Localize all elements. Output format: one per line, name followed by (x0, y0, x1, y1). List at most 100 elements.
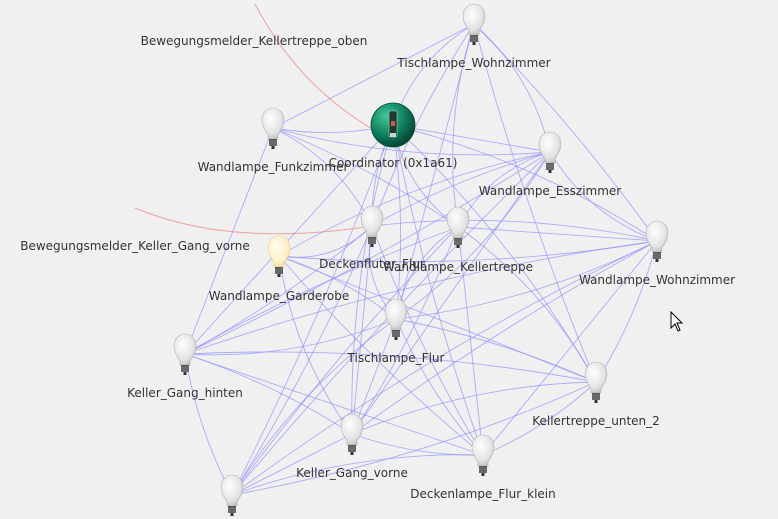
network-link (272, 127, 551, 156)
node-label: Wandlampe_Kellertreppe (383, 260, 533, 274)
network-link (371, 219, 658, 242)
light-bulb-icon (267, 235, 291, 277)
nodes-layer: Coordinator (0x1a61) Bewegungsmelder_Kell… (20, 3, 735, 516)
network-link (392, 124, 402, 320)
network-link (595, 240, 658, 383)
node-label: Coordinator (0x1a61) (329, 156, 458, 170)
light-bulb-icon (584, 361, 608, 403)
network-link (452, 23, 475, 228)
coordinator-usb-stick-icon (370, 102, 416, 148)
node-keller-vorne[interactable]: Keller_Gang_vorne (296, 413, 408, 480)
light-bulb-icon (261, 107, 285, 149)
network-link (473, 23, 597, 383)
network-link (473, 23, 658, 242)
network-link (272, 23, 475, 129)
network-link (392, 124, 658, 242)
light-bulb-icon (384, 298, 408, 340)
network-link (184, 127, 274, 355)
node-label: Wandlampe_Wohnzimmer (579, 273, 735, 287)
network-link (278, 240, 658, 263)
network-link (482, 381, 597, 456)
network-link (231, 454, 484, 496)
network-link (231, 318, 397, 496)
light-bulb-icon (446, 206, 470, 248)
network-link (272, 127, 459, 228)
network-link (351, 381, 597, 435)
node-wand-kt[interactable]: Wandlampe_Kellertreppe (383, 206, 533, 274)
sensor-link (254, 3, 384, 136)
light-bulb-icon (340, 413, 364, 455)
network-link (395, 151, 551, 320)
network-link (184, 353, 233, 496)
node-decke-flur[interactable]: Deckenfluter_Flur (319, 205, 425, 271)
node-label: Deckenfluter_Flur (319, 257, 425, 271)
network-link (231, 240, 658, 496)
network-link (457, 226, 597, 383)
node-bm-oben[interactable]: Bewegungsmelder_Kellertreppe_oben (141, 34, 368, 48)
network-link (482, 240, 658, 456)
node-label: Tischlampe_Flur (347, 351, 445, 365)
node-label: Wandlampe_Esszimmer (479, 184, 622, 198)
network-link (351, 240, 658, 435)
network-link (184, 318, 397, 356)
network-link (231, 225, 373, 496)
network-link (351, 226, 459, 435)
network-link (351, 124, 394, 435)
node-label: Bewegungsmelder_Keller_Gang_vorne (20, 239, 250, 253)
node-bm-keller[interactable]: Bewegungsmelder_Keller_Gang_vorne (20, 239, 250, 253)
node-kt-unten2[interactable]: Kellertreppe_unten_2 (532, 361, 660, 428)
network-link (184, 124, 394, 355)
node-coord[interactable]: Coordinator (0x1a61) (329, 102, 458, 170)
node-tisch-wz[interactable]: Tischlampe_Wohnzimmer (396, 3, 551, 70)
network-link (184, 151, 551, 355)
network-link (549, 151, 658, 242)
node-decke-klein[interactable]: Deckenlampe_Flur_klein (410, 434, 556, 501)
node-label: Wandlampe_Funkzimmer (198, 160, 349, 174)
node-label: Wandlampe_Garderobe (209, 289, 349, 303)
node-label: Deckenlampe_Flur_klein (410, 487, 556, 501)
light-bulb-icon (471, 434, 495, 476)
node-wand-gard[interactable]: Wandlampe_Garderobe (209, 235, 349, 303)
network-link (371, 23, 475, 227)
network-link (231, 381, 597, 496)
light-bulb-icon (538, 131, 562, 173)
node-wand-ess[interactable]: Wandlampe_Esszimmer (479, 131, 622, 198)
node-label: Keller_Gang_hinten (127, 386, 243, 400)
node-keller-hinten[interactable]: Keller_Gang_hinten (127, 333, 243, 400)
network-link (371, 225, 484, 456)
network-link (371, 151, 551, 227)
network-link (278, 255, 597, 383)
node-label: Bewegungsmelder_Kellertreppe_oben (141, 34, 368, 48)
network-link (395, 318, 597, 383)
network-link (278, 151, 551, 257)
links-layer (134, 3, 658, 496)
node-tisch-flur[interactable]: Tischlampe_Flur (347, 298, 445, 365)
network-link (351, 151, 551, 435)
network-link (231, 433, 353, 496)
light-bulb-icon (645, 220, 669, 262)
network-link (457, 226, 658, 242)
network-link (351, 433, 484, 456)
node-label: Tischlampe_Wohnzimmer (396, 56, 550, 70)
network-link (278, 255, 353, 435)
light-bulb-icon (462, 3, 486, 45)
node-bottom-bulb[interactable] (220, 474, 244, 516)
light-bulb-icon (360, 205, 384, 247)
network-link (272, 127, 373, 227)
network-link (184, 351, 597, 383)
mouse-cursor-icon (670, 311, 684, 332)
network-link (392, 124, 484, 456)
light-bulb-icon (220, 474, 244, 516)
light-bulb-icon (173, 333, 197, 375)
network-link (231, 226, 459, 496)
network-link (278, 255, 397, 320)
network-link (184, 353, 484, 456)
network-link (184, 226, 459, 355)
node-wand-funk[interactable]: Wandlampe_Funkzimmer (198, 107, 349, 174)
node-wand-wz[interactable]: Wandlampe_Wohnzimmer (579, 220, 735, 287)
network-link (278, 255, 484, 456)
network-link (231, 151, 551, 496)
node-label: Keller_Gang_vorne (296, 466, 408, 480)
